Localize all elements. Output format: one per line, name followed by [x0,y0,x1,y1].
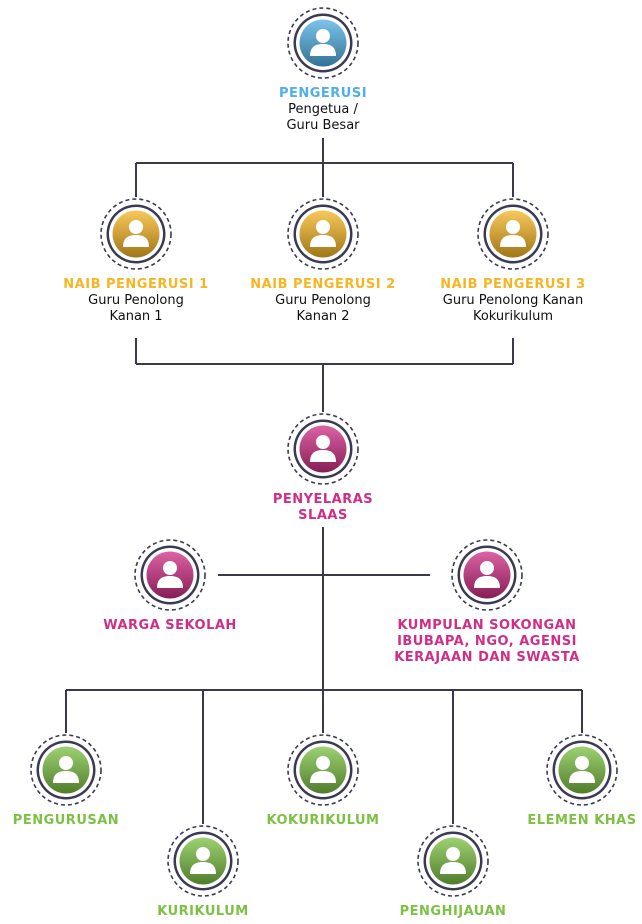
vice-chair-1-desc-line1: Guru Penolong [88,293,184,308]
vice-chair-2-title: NAIB PENGERUSI 2 [250,277,396,292]
vice-chair-2-node: NAIB PENGERUSI 2 Guru Penolong Kanan 2 [193,197,453,325]
user-avatar-icon [29,733,103,807]
user-avatar-icon [99,197,173,271]
chair-desc-line1: Pengetua / [288,102,358,117]
user-avatar-icon [286,197,360,271]
coordinator-title-line2: SLAAS [298,508,348,523]
unit-kokurikulum-node: KOKURIKULUM [253,733,393,829]
unit-penghijauan-title: PENGHIJAUAN [399,904,507,919]
coordinator-title-line1: PENYELARAS [272,492,374,507]
support-group-title-line3: KERAJAAN DAN SWASTA [394,650,580,665]
user-avatar-icon [166,824,240,898]
chair-node: PENGERUSI Pengetua / Guru Besar [193,6,453,134]
user-avatar-icon [416,824,490,898]
unit-pengurusan-node: PENGURUSAN [0,733,136,829]
user-avatar-icon [133,538,207,612]
vice-chair-3-desc-line1: Guru Penolong Kanan [442,293,584,308]
user-avatar-icon [545,733,619,807]
unit-kurikulum-node: KURIKULUM [133,824,273,920]
chair-title: PENGERUSI [278,86,368,101]
school-community-node: WARGA SEKOLAH [40,538,300,634]
support-group-node: KUMPULAN SOKONGAN IBUBAPA, NGO, AGENSI K… [337,538,637,666]
unit-kurikulum-title: KURIKULUM [157,904,249,919]
user-avatar-icon [286,733,360,807]
user-avatar-icon [450,538,524,612]
vice-chair-1-node: NAIB PENGERUSI 1 Guru Penolong Kanan 1 [6,197,266,325]
chair-desc-line2: Guru Besar [286,118,360,133]
unit-penghijauan-node: PENGHIJAUAN [383,824,523,920]
vice-chair-1-desc-line2: Kanan 1 [109,309,163,324]
unit-elemen-khas-node: ELEMEN KHAS [517,733,642,829]
user-avatar-icon [286,6,360,80]
vice-chair-3-node: NAIB PENGERUSI 3 Guru Penolong Kanan Kok… [383,197,642,325]
vice-chair-1-title: NAIB PENGERUSI 1 [63,277,209,292]
unit-elemen-khas-title: ELEMEN KHAS [527,813,637,828]
vice-chair-2-desc-line1: Guru Penolong [275,293,371,308]
vice-chair-3-title: NAIB PENGERUSI 3 [440,277,586,292]
user-avatar-icon [476,197,550,271]
support-group-title-line2: IBUBAPA, NGO, AGENSI [397,634,577,649]
vice-chair-2-desc-line2: Kanan 2 [296,309,350,324]
support-group-title-line1: KUMPULAN SOKONGAN [397,618,577,633]
coordinator-node: PENYELARAS SLAAS [193,412,453,524]
school-community-title: WARGA SEKOLAH [103,618,237,633]
unit-pengurusan-title: PENGURUSAN [12,813,120,828]
unit-kokurikulum-title: KOKURIKULUM [266,813,380,828]
user-avatar-icon [286,412,360,486]
vice-chair-3-desc-line2: Kokurikulum [472,309,554,324]
